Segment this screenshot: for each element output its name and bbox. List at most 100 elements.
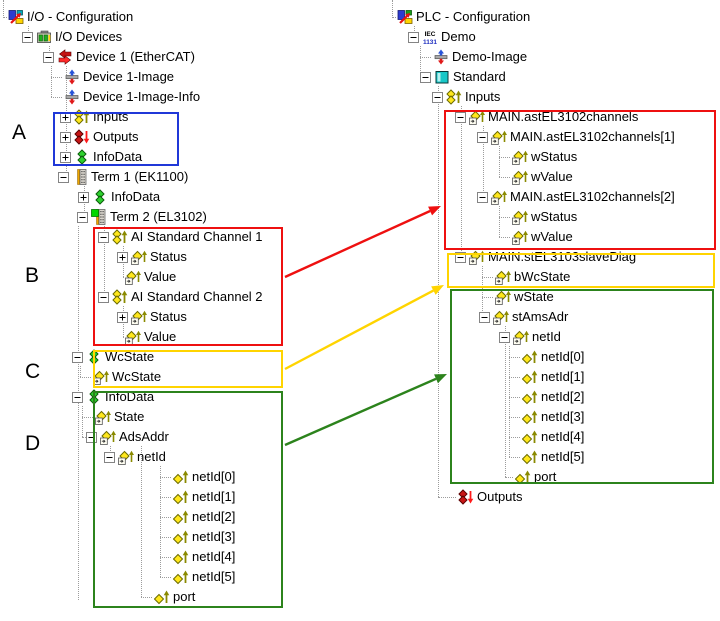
infodata-icon <box>89 349 99 365</box>
tree-node-wcstate[interactable]: WcState <box>93 367 161 387</box>
tree-node-inputs[interactable]: Inputs <box>432 87 500 107</box>
tree-node-netid-4[interactable]: netId[4] <box>173 547 235 567</box>
expand-plus-icon[interactable] <box>117 251 128 263</box>
tree-node-i-o-devices[interactable]: I/O Devices <box>22 27 122 47</box>
collapse-minus-icon[interactable] <box>72 351 83 363</box>
tree-node-netid-3[interactable]: netId[3] <box>522 407 584 427</box>
var-linked-icon <box>512 170 528 185</box>
tree-connector-line <box>499 177 510 178</box>
collapse-minus-icon[interactable] <box>479 311 490 323</box>
tree-node-wstatus[interactable]: wStatus <box>512 207 577 227</box>
collapse-minus-icon[interactable] <box>432 91 443 103</box>
tree-node-netid[interactable]: netId <box>104 447 166 467</box>
tree-node-main-astel3102channels-1[interactable]: MAIN.astEL3102channels[1] <box>477 127 675 147</box>
tree-node-main-astel3102channels[interactable]: MAIN.astEL3102channels <box>455 107 638 127</box>
var-linked-icon <box>100 430 116 445</box>
collapse-minus-icon[interactable] <box>98 231 109 243</box>
collapse-minus-icon[interactable] <box>72 391 83 403</box>
tree-node-label: Term 1 (EK1100) <box>91 169 189 184</box>
expand-plus-icon[interactable] <box>60 111 71 123</box>
tree-node-outputs[interactable]: Outputs <box>458 487 523 507</box>
tree-node-netid-4[interactable]: netId[4] <box>522 427 584 447</box>
tree-node-demo-image[interactable]: Demo-Image <box>433 47 527 67</box>
var-linked-icon <box>469 110 485 125</box>
collapse-minus-icon[interactable] <box>499 331 510 343</box>
tree-node-device-1-image[interactable]: Device 1-Image <box>64 67 174 87</box>
tree-connector-line <box>509 417 520 418</box>
tree-node-infodata[interactable]: InfoData <box>78 187 160 207</box>
term-green-icon <box>91 209 106 225</box>
tree-node-label: wState <box>514 289 554 304</box>
tree-node-netid[interactable]: netId <box>499 327 561 347</box>
tree-node-label: bWcState <box>514 269 571 284</box>
tree-connector-line <box>82 437 86 438</box>
tree-node-infodata[interactable]: InfoData <box>60 147 142 167</box>
expand-plus-icon[interactable] <box>60 151 71 163</box>
collapse-minus-icon[interactable] <box>86 431 97 443</box>
tree-node-standard[interactable]: Standard <box>420 67 506 87</box>
var-linked-icon <box>131 250 147 265</box>
tree-node-netid-2[interactable]: netId[2] <box>522 387 584 407</box>
collapse-minus-icon[interactable] <box>477 131 488 143</box>
tree-node-value[interactable]: Value <box>125 327 176 347</box>
collapse-minus-icon[interactable] <box>58 171 69 183</box>
tree-node-label: netId <box>137 449 166 464</box>
tree-node-netid-3[interactable]: netId[3] <box>173 527 235 547</box>
tree-node-main-astel3102channels-2[interactable]: MAIN.astEL3102channels[2] <box>477 187 675 207</box>
tree-node-status[interactable]: Status <box>117 307 187 327</box>
collapse-minus-icon[interactable] <box>455 251 466 263</box>
tree-node-device-1-image-info[interactable]: Device 1-Image-Info <box>64 87 200 107</box>
collapse-minus-icon[interactable] <box>420 71 431 83</box>
tree-node-netid-2[interactable]: netId[2] <box>173 507 235 527</box>
tree-connector-line <box>160 466 161 577</box>
tree-node-adsaddr[interactable]: AdsAddr <box>86 427 169 447</box>
tree-node-infodata[interactable]: InfoData <box>72 387 154 407</box>
collapse-minus-icon[interactable] <box>408 31 419 43</box>
expand-plus-icon[interactable] <box>60 131 71 143</box>
tree-node-i-o-configuration[interactable]: I/O - Configuration <box>8 7 133 27</box>
var-linked-icon <box>95 410 111 425</box>
collapse-minus-icon[interactable] <box>98 291 109 303</box>
var-input-icon <box>173 550 189 565</box>
tree-node-bwcstate[interactable]: bWcState <box>495 267 570 287</box>
tree-node-term-2-el3102[interactable]: Term 2 (EL3102) <box>77 207 207 227</box>
tree-node-inputs[interactable]: Inputs <box>60 107 128 127</box>
collapse-minus-icon[interactable] <box>455 111 466 123</box>
collapse-minus-icon[interactable] <box>104 451 115 463</box>
tree-node-outputs[interactable]: Outputs <box>60 127 139 147</box>
tree-node-wstate[interactable]: wState <box>495 287 554 307</box>
tree-node-state[interactable]: State <box>95 407 144 427</box>
tree-node-term-1-ek1100[interactable]: Term 1 (EK1100) <box>58 167 188 187</box>
tree-node-main-stel3103slavediag[interactable]: MAIN.stEL3103slaveDiag <box>455 247 636 267</box>
tree-node-wvalue[interactable]: wValue <box>512 227 573 247</box>
tree-node-netid-1[interactable]: netId[1] <box>173 487 235 507</box>
tree-node-wstatus[interactable]: wStatus <box>512 147 577 167</box>
tree-node-stamsadr[interactable]: stAmsAdr <box>479 307 568 327</box>
tree-node-label: Inputs <box>93 109 129 124</box>
tree-node-netid-0[interactable]: netId[0] <box>173 467 235 487</box>
tree-connector-line <box>122 337 123 338</box>
tree-node-status[interactable]: Status <box>117 247 187 267</box>
collapse-minus-icon[interactable] <box>22 31 33 43</box>
tree-node-port[interactable]: port <box>515 467 556 487</box>
tree-node-plc-configuration[interactable]: PLC - Configuration <box>397 7 530 27</box>
expand-plus-icon[interactable] <box>117 311 128 323</box>
tree-node-label: netId[5] <box>541 449 585 464</box>
tree-node-wvalue[interactable]: wValue <box>512 167 573 187</box>
tree-node-netid-1[interactable]: netId[1] <box>522 367 584 387</box>
collapse-minus-icon[interactable] <box>477 191 488 203</box>
tree-node-netid-0[interactable]: netId[0] <box>522 347 584 367</box>
plc-config-icon <box>397 10 413 24</box>
collapse-minus-icon[interactable] <box>77 211 88 223</box>
tree-node-ai-standard-channel-2[interactable]: AI Standard Channel 2 <box>98 287 263 307</box>
tree-node-netid-5[interactable]: netId[5] <box>522 447 584 467</box>
tree-node-ai-standard-channel-1[interactable]: AI Standard Channel 1 <box>98 227 263 247</box>
tree-node-netid-5[interactable]: netId[5] <box>173 567 235 587</box>
collapse-minus-icon[interactable] <box>43 51 54 63</box>
tree-node-device-1-ethercat[interactable]: Device 1 (EtherCAT) <box>43 47 195 67</box>
tree-node-port[interactable]: port <box>154 587 195 607</box>
tree-node-wcstate[interactable]: WcState <box>72 347 154 367</box>
tree-node-value[interactable]: Value <box>125 267 176 287</box>
expand-plus-icon[interactable] <box>78 191 89 203</box>
